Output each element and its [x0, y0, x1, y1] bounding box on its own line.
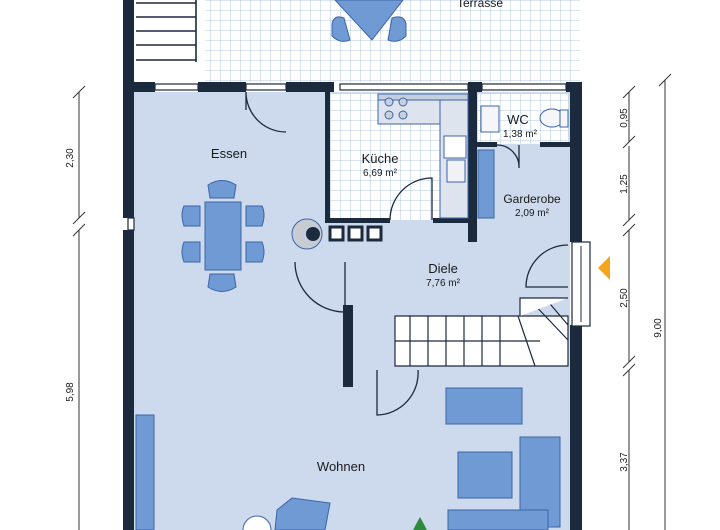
dim-right-wohnen: 3,37	[619, 452, 630, 472]
kueche-area: 6,69 m²	[363, 168, 398, 179]
wohnen-label: Wohnen	[317, 459, 365, 474]
diele-area: 7,76 m²	[426, 278, 461, 289]
wc-fixtures	[480, 105, 569, 133]
diele-label: Diele	[428, 261, 458, 276]
entrance-arrow-icon	[598, 256, 610, 280]
wardrobe	[477, 149, 495, 219]
dimension-texts: 2,30 5,98 0,95 1,25 2,50 3,37 9,00	[65, 108, 664, 472]
living-furniture	[135, 387, 561, 530]
stove	[291, 218, 323, 250]
wc-area: 1,38 m²	[503, 129, 538, 140]
chimney-blocks	[328, 225, 383, 242]
terrace-stairs	[136, 0, 197, 62]
walls	[123, 0, 582, 530]
terrace-stairs-floor	[134, 0, 198, 65]
dim-right-diele: 2,50	[619, 288, 630, 308]
dim-right-wc: 0,95	[619, 108, 630, 128]
kitchen-counter	[377, 93, 469, 219]
terrace-table	[331, 0, 407, 42]
dining-set	[181, 180, 265, 292]
dimension-lines	[72, 73, 672, 530]
windows	[127, 83, 567, 231]
wc-label: WC	[507, 112, 529, 127]
interior-stairs	[394, 297, 569, 367]
terrasse-label: Terrasse	[457, 0, 503, 10]
garderobe-area: 2,09 m²	[515, 208, 550, 219]
room-labels: Terrasse Essen Küche 6,69 m² WC 1,38 m² …	[211, 0, 561, 474]
garderobe-label: Garderobe	[503, 192, 561, 206]
dim-left-upper: 2,30	[65, 148, 76, 168]
dim-overall: 9,00	[653, 318, 664, 338]
plant-icon	[413, 517, 427, 530]
doors	[245, 91, 569, 416]
kueche-label: Küche	[362, 151, 399, 166]
essen-label: Essen	[211, 146, 247, 161]
dim-left-lower: 5,98	[65, 382, 76, 402]
dim-right-garderobe: 1,25	[619, 174, 630, 194]
